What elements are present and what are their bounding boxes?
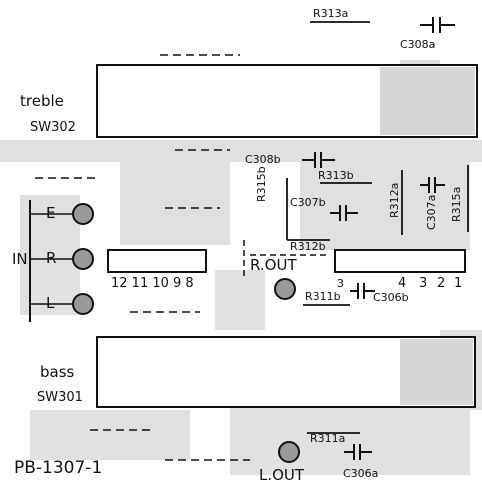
bass-switch-shade bbox=[400, 339, 473, 405]
connector-right-pin-4: 4 bbox=[398, 276, 407, 291]
input-pad-l bbox=[72, 293, 94, 315]
label-c308b: C308b bbox=[245, 153, 281, 166]
in-pin-r: R bbox=[46, 249, 57, 267]
label-c307b: C307b bbox=[290, 196, 326, 209]
label-r313a: R313a bbox=[313, 7, 349, 20]
input-pad-e bbox=[72, 203, 94, 225]
capacitor-symbols bbox=[302, 17, 455, 460]
l-out-pad bbox=[278, 441, 300, 463]
treble-ref: SW302 bbox=[30, 120, 76, 135]
r-out-pad bbox=[274, 278, 296, 300]
label-c306a: C306a bbox=[343, 467, 379, 480]
bass-ref: SW301 bbox=[37, 390, 83, 405]
label-c308a: C308a bbox=[400, 38, 436, 51]
connector-right-pin-1: 1 bbox=[454, 276, 463, 291]
resistor-marks bbox=[286, 21, 469, 434]
connector-right-pin-2: 2 bbox=[437, 276, 446, 291]
treble-name: treble bbox=[20, 92, 64, 110]
label-c306b: C306b bbox=[373, 291, 409, 304]
label-r315b: R315b bbox=[255, 166, 268, 202]
r-out-label: R.OUT bbox=[250, 256, 297, 274]
l-out-label: L.OUT bbox=[259, 466, 305, 484]
in-pin-l: L bbox=[46, 294, 55, 312]
connector-right bbox=[334, 249, 466, 273]
in-leads bbox=[30, 213, 72, 305]
label-r311b: R311b bbox=[305, 290, 341, 303]
bass-name: bass bbox=[40, 363, 75, 381]
in-label: IN bbox=[12, 250, 28, 268]
label-r311a: R311a bbox=[310, 432, 346, 445]
r-out-frame bbox=[243, 240, 330, 278]
label-r312a: R312a bbox=[388, 182, 401, 218]
connector-left-pins: 12 11 10 9 8 bbox=[111, 276, 194, 291]
label-r315a: R315a bbox=[450, 186, 463, 222]
board-id: PB-1307-1 bbox=[14, 458, 103, 478]
connector-right-pin-3: 3 bbox=[419, 276, 428, 291]
jumper-dashes bbox=[35, 54, 250, 461]
connector-left bbox=[107, 249, 207, 273]
label-r312b: R312b bbox=[290, 240, 326, 253]
label-c307a: C307a bbox=[425, 194, 438, 230]
connector-right-pin-extra: 3 bbox=[337, 277, 344, 290]
in-pin-e: E bbox=[46, 204, 56, 222]
treble-switch-shade bbox=[380, 67, 475, 135]
label-r313b: R313b bbox=[318, 169, 354, 182]
input-pad-r bbox=[72, 248, 94, 270]
